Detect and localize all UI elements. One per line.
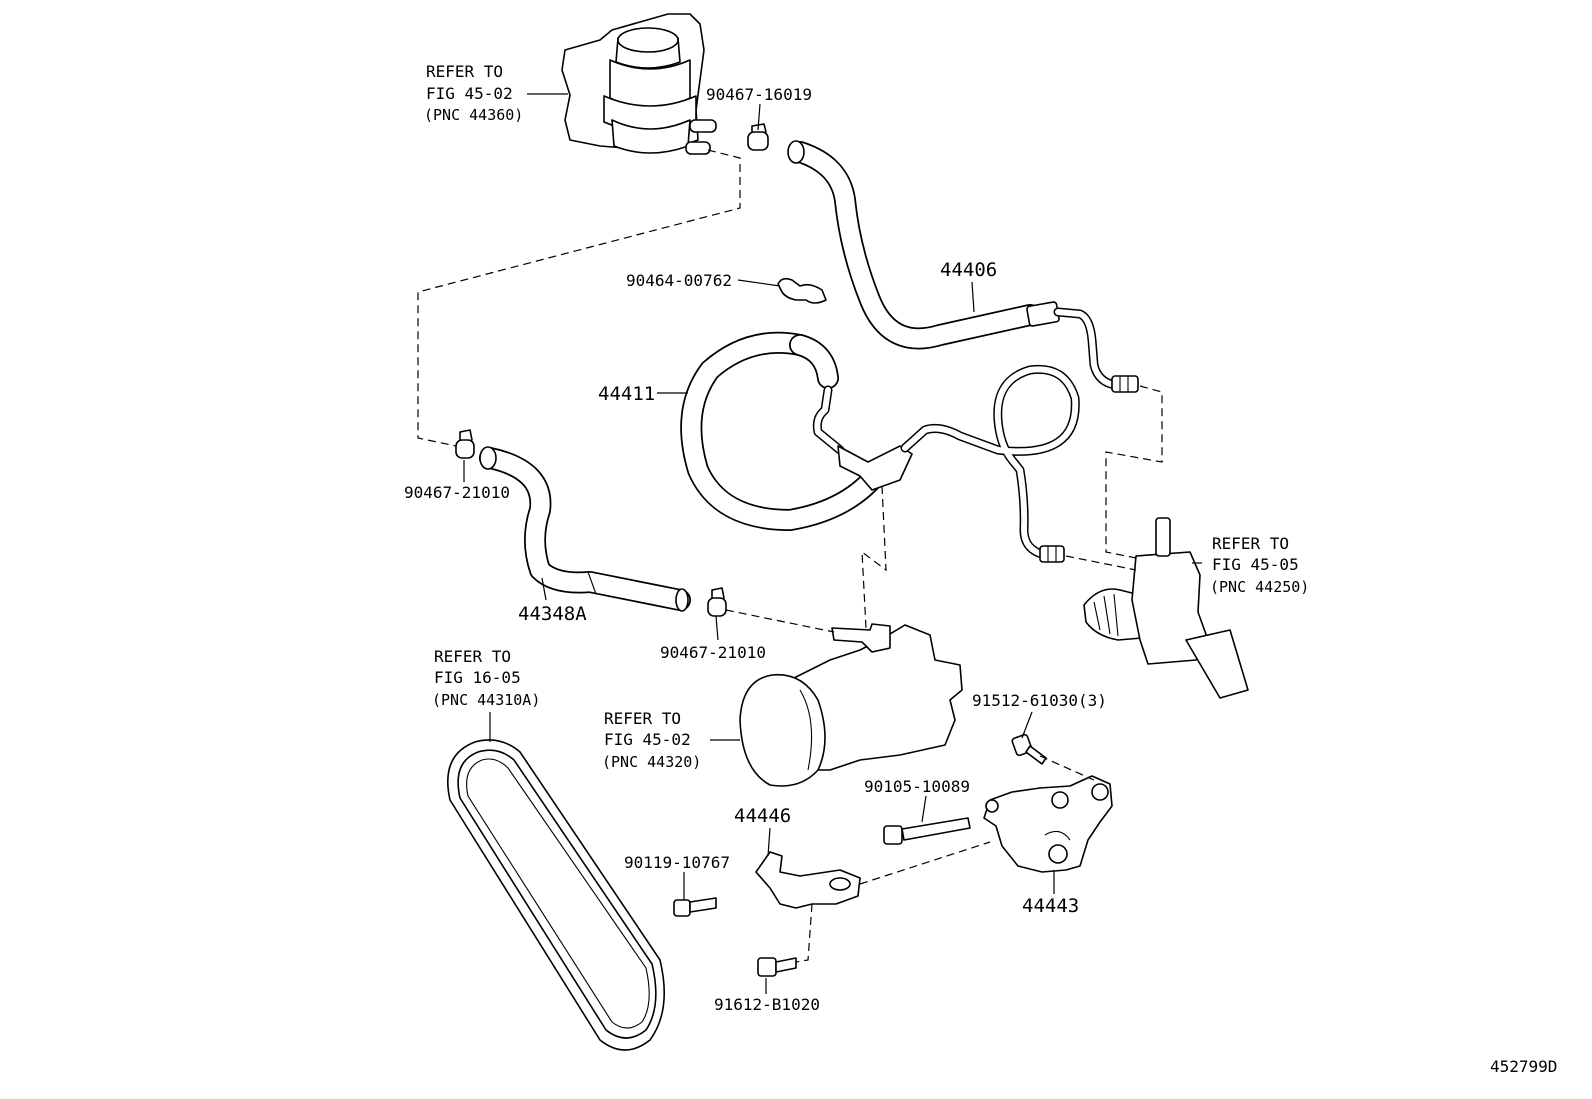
part-number-label: 90464-00762 [626,271,732,290]
hose-clamp-icon [455,429,475,459]
bolt-91512-61030-icon [1011,733,1047,765]
bolt-90105-10089-icon [883,817,971,845]
refer-belt-label: REFER TO FIG 16-05 (PNC 44310A) [432,647,540,709]
part-number-label: 44443 [1022,895,1079,917]
pump-bracket-44443 [983,775,1113,873]
bolt-91612-B1020-icon [757,957,797,977]
connection-lines [417,149,1163,963]
refer-line: FIG 45-05 [1212,555,1299,574]
refer-reservoir-label: REFER TO FIG 45-02 (PNC 44360) [424,62,523,124]
refer-line: (PNC 44310A) [432,691,540,709]
v-ribbed-belt [446,739,665,1051]
hose-clip-icon [777,277,827,304]
refer-line: (PNC 44320) [602,753,701,771]
suction-hose-44348A [479,446,691,612]
refer-line: REFER TO [434,647,511,666]
refer-gear-label: REFER TO FIG 45-05 (PNC 44250) [1210,534,1309,596]
power-steering-pump [739,623,963,787]
steering-gear-assembly [1083,517,1249,699]
part-number-label: 44406 [940,259,997,281]
refer-line: REFER TO [426,62,503,81]
part-number-label: 90467-21010 [404,483,510,502]
refer-line: (PNC 44250) [1210,578,1309,596]
part-number-label: 90105-10089 [864,777,970,796]
part-number-label: 90119-10767 [624,853,730,872]
pressure-tube-44411 [680,331,1080,563]
part-number-label: 90467-21010 [660,643,766,662]
refer-pump-label: REFER TO FIG 45-02 (PNC 44320) [602,709,701,771]
refer-line: FIG 16-05 [434,668,521,687]
figure-code: 452799D [1490,1057,1557,1076]
part-number-label: 91612-B1020 [714,995,820,1014]
hose-clamp-icon [707,587,727,617]
part-number-label: 90467-16019 [706,85,812,104]
bolt-90119-10767-icon [673,897,717,917]
part-number-label: 91512-61030(3) [972,691,1107,710]
refer-line: (PNC 44360) [424,106,523,124]
part-number-label: 44411 [598,383,655,405]
part-number-label: 44446 [734,805,791,827]
return-hose-44406 [787,140,1139,393]
refer-line: FIG 45-02 [604,730,691,749]
refer-line: REFER TO [1212,534,1289,553]
adjusting-bracket-44446 [755,851,861,909]
leader-lines [463,93,1202,994]
hose-clamp-icon [747,123,769,151]
refer-line: FIG 45-02 [426,84,513,103]
reservoir-assembly [561,13,717,155]
part-number-label: 44348A [518,603,587,625]
refer-line: REFER TO [604,709,681,728]
